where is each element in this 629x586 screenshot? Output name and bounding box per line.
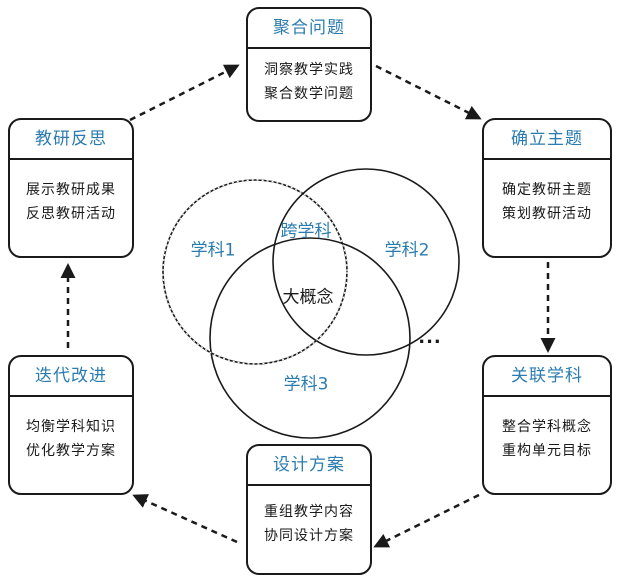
venn-label-center: 大概念 [282, 287, 334, 308]
step-body-iterate: 均衡学科知识 优化教学方案 [10, 397, 132, 463]
step-box-gather: 聚合问题 洞察教学实践 聚合数学问题 [246, 7, 372, 122]
step-title-gather: 聚合问题 [248, 9, 370, 49]
arrow-reflect-to-gather [129, 64, 240, 122]
step-line: 均衡学科知识 [26, 419, 116, 435]
step-line: 聚合数学问题 [264, 86, 354, 102]
step-box-design: 设计方案 重组教学内容 协同设计方案 [246, 444, 372, 575]
step-line: 策划教研活动 [502, 206, 592, 222]
venn-label-subject2: 学科2 [384, 240, 430, 261]
arrow-relate-to-design [373, 493, 480, 548]
step-line: 确定教研主题 [502, 182, 592, 198]
venn-label-subject3: 学科3 [283, 374, 329, 395]
step-box-reflect: 教研反思 展示教研成果 反思教研活动 [8, 118, 134, 258]
venn-circle-subject3 [209, 237, 411, 439]
venn-label-cross: 跨学科 [280, 221, 332, 242]
venn-circle-subject2 [272, 168, 460, 356]
step-box-iterate: 迭代改进 均衡学科知识 优化教学方案 [8, 355, 134, 495]
step-body-reflect: 展示教研成果 反思教研活动 [10, 160, 132, 226]
step-box-relate: 关联学科 整合学科概念 重构单元目标 [482, 355, 612, 495]
venn-dotted-overlay-1 [162, 179, 348, 365]
step-line: 反思教研活动 [26, 206, 116, 222]
step-line: 重构单元目标 [502, 443, 592, 459]
step-line: 优化教学方案 [26, 443, 116, 459]
step-line: 重组教学内容 [264, 504, 354, 520]
step-body-gather: 洞察教学实践 聚合数学问题 [248, 49, 370, 106]
venn-more-ellipsis: ··· [418, 331, 442, 353]
step-body-relate: 整合学科概念 重构单元目标 [484, 397, 610, 463]
step-body-establish: 确定教研主题 策划教研活动 [484, 160, 610, 226]
venn-circle-subject1 [162, 179, 348, 365]
arrow-gather-to-establish [375, 64, 482, 120]
step-box-establish: 确立主题 确定教研主题 策划教研活动 [482, 118, 612, 258]
step-title-relate: 关联学科 [484, 357, 610, 397]
step-title-establish: 确立主题 [484, 120, 610, 160]
step-line: 洞察教学实践 [264, 62, 354, 78]
step-title-design: 设计方案 [248, 446, 370, 486]
step-title-iterate: 迭代改进 [10, 357, 132, 397]
venn-label-subject1: 学科1 [190, 240, 236, 261]
arrow-design-to-iterate [132, 494, 238, 544]
step-line: 整合学科概念 [502, 419, 592, 435]
step-body-design: 重组教学内容 协同设计方案 [248, 486, 370, 548]
step-line: 展示教研成果 [26, 182, 116, 198]
step-line: 协同设计方案 [264, 528, 354, 544]
step-title-reflect: 教研反思 [10, 120, 132, 160]
